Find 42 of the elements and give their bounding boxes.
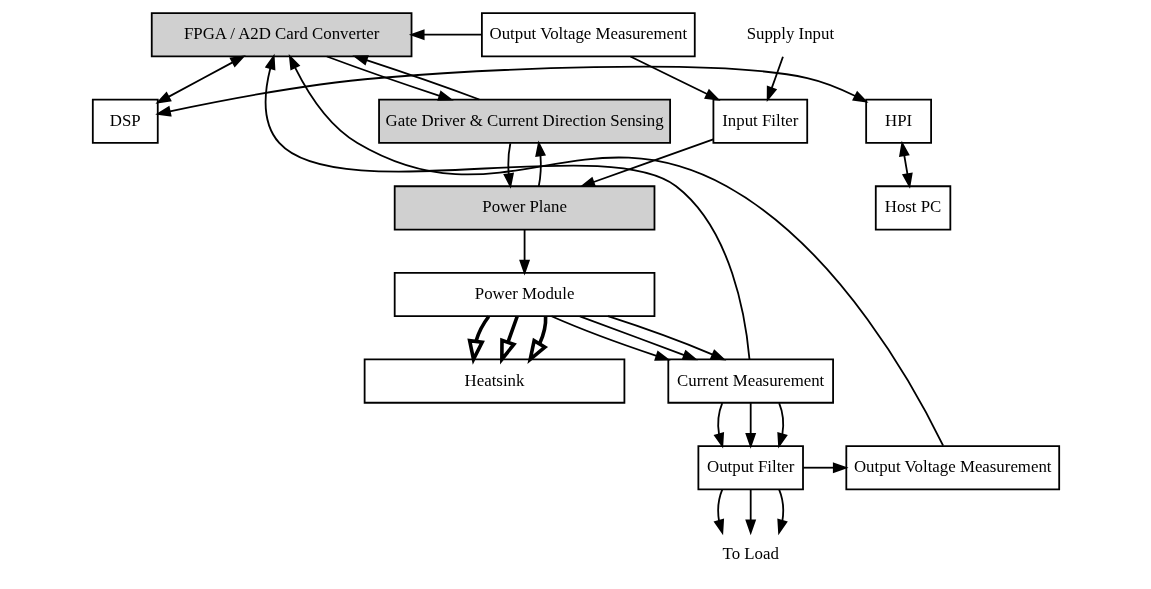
arrow: [526, 316, 548, 364]
arrow: [325, 55, 454, 101]
arrow: [713, 402, 724, 449]
arrow: [744, 488, 756, 536]
node-box: FPGA / A2D Card Converter: [150, 12, 412, 58]
arrow: [502, 142, 514, 189]
node-box: Host PC: [874, 185, 951, 231]
arrow: [776, 402, 788, 449]
arrow: [264, 53, 750, 361]
node-text: Supply Input: [746, 24, 834, 44]
arrow: [550, 315, 671, 361]
node-box: Heatsink: [363, 358, 625, 404]
node-box: Power Module: [393, 271, 655, 318]
node-box: Current Measurement: [666, 358, 834, 404]
node-box: Output Filter: [697, 445, 804, 491]
node-box: Output Voltage Measurement: [844, 445, 1060, 491]
arrow: [154, 55, 246, 104]
arrow: [744, 402, 756, 449]
arrow: [288, 54, 944, 447]
node-box: HPI: [864, 98, 932, 144]
arrow: [579, 138, 714, 188]
arrow: [606, 315, 726, 361]
node-box: Input Filter: [712, 98, 808, 144]
arrow: [629, 55, 721, 101]
arrow: [351, 55, 480, 101]
node-box: Output Voltage Measurement: [480, 12, 696, 58]
arrow: [766, 55, 784, 103]
arrow: [534, 140, 546, 188]
arrow: [801, 462, 849, 474]
arrow: [578, 315, 698, 361]
arrow: [713, 488, 724, 536]
arrow: [776, 488, 788, 536]
arrow: [518, 229, 530, 276]
arrow: [466, 315, 490, 365]
arrow: [499, 315, 519, 365]
node-box: Gate Driver & Current Direction Sensing: [377, 98, 671, 144]
node-text: To Load: [722, 543, 779, 563]
node-box: Power Plane: [393, 185, 655, 231]
node-box: DSP: [91, 98, 159, 144]
arrow: [408, 29, 483, 41]
arrow: [154, 65, 868, 117]
arrow: [898, 140, 913, 189]
